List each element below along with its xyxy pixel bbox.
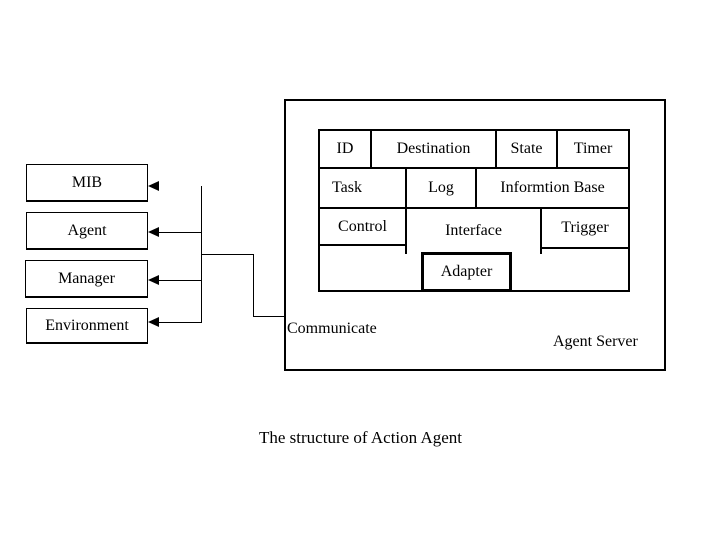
manager-box: Manager [25, 260, 148, 298]
arrowhead-into-manager-icon [148, 275, 159, 285]
cell-control-label: Control [338, 217, 387, 235]
communicate-line-segment-2 [253, 254, 254, 317]
agent-box: Agent [26, 212, 148, 250]
cell-state-label: State [510, 140, 543, 157]
communicate-line-segment-1 [201, 254, 254, 255]
arrowhead-into-agent-icon [148, 227, 159, 237]
manager-label: Manager [58, 269, 115, 287]
cell-log: Log [405, 167, 477, 209]
cell-task-label: Task [332, 179, 362, 196]
cell-destination-label: Destination [396, 140, 471, 157]
cell-timer-label: Timer [573, 140, 613, 157]
cell-log-label: Log [428, 179, 454, 196]
cell-trigger-label: Trigger [561, 219, 609, 236]
cell-destination: Destination [370, 129, 497, 169]
cell-interface: Interface [405, 207, 542, 254]
cell-adapter: Adapter [421, 252, 512, 292]
cell-task: Task [318, 167, 407, 209]
mib-box: MIB [26, 164, 148, 202]
mib-label: MIB [71, 173, 103, 191]
cell-control: Control [318, 207, 407, 246]
environment-branch-line [156, 322, 202, 323]
environment-box: Environment [26, 308, 148, 344]
cell-state: State [495, 129, 558, 169]
cell-information-base-label: Informtion Base [500, 179, 605, 196]
agent-server-label: Agent Server [553, 333, 638, 350]
agent-label: Agent [67, 221, 107, 239]
arrowhead-into-environment-icon [148, 317, 159, 327]
arrowhead-into-mib-icon [148, 181, 159, 191]
environment-label: Environment [45, 316, 129, 334]
cell-interface-label: Interface [445, 221, 502, 239]
cell-trigger: Trigger [540, 207, 630, 249]
cell-adapter-label: Adapter [440, 263, 493, 280]
diagram-caption: The structure of Action Agent [259, 428, 463, 447]
manager-branch-line [156, 280, 202, 281]
cell-timer: Timer [556, 129, 630, 169]
cell-information-base: Informtion Base [475, 167, 630, 209]
cell-id: ID [318, 129, 372, 169]
communicate-label: Communicate [287, 320, 377, 337]
agent-branch-line [156, 232, 202, 233]
cell-id-label: ID [336, 140, 354, 157]
